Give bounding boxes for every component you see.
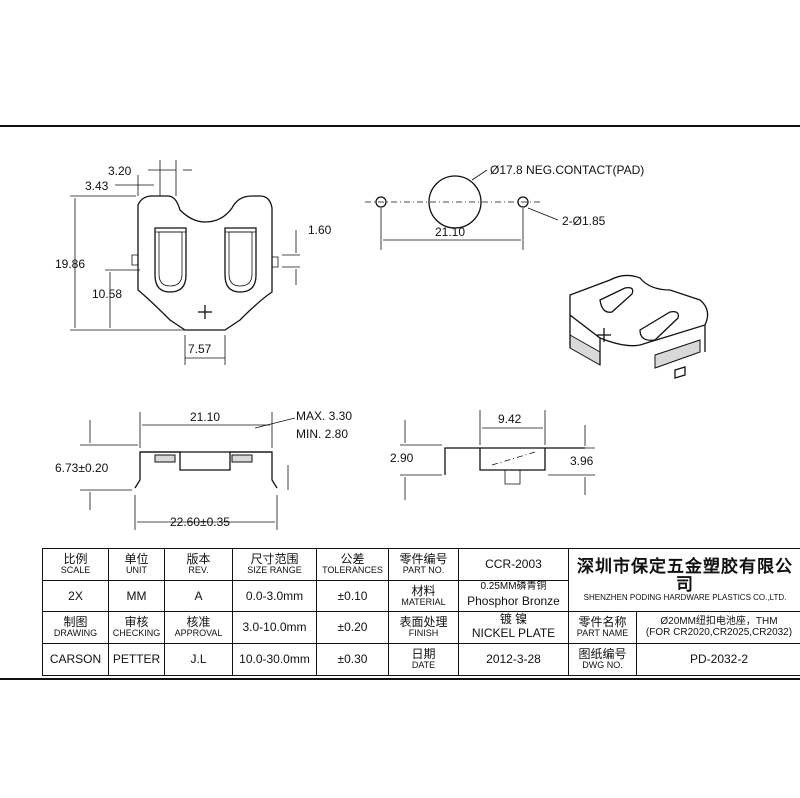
dim-3-20: 3.20 — [108, 164, 132, 178]
dim-7-57: 7.57 — [188, 342, 212, 356]
checker-name: PETTER — [108, 643, 165, 676]
dim-22-60: 22.60±0.35 — [170, 515, 230, 529]
dim-21-10-pitch: 21.10 — [435, 225, 465, 239]
tolerance-2: ±0.20 — [316, 611, 389, 644]
dim-3-43: 3.43 — [85, 179, 109, 193]
tolerance-3: ±0.30 — [316, 643, 389, 676]
front-view: 21.10 MAX. 3.30 MIN. 2.80 6.73±0.20 22.6… — [55, 409, 352, 530]
rev-value: A — [164, 580, 233, 612]
scale-value: 2X — [42, 580, 109, 612]
dim-21-10-front: 21.10 — [190, 410, 220, 424]
dim-1-60: 1.60 — [308, 223, 332, 237]
dim-19-86: 19.86 — [55, 257, 85, 271]
drawer-name: CARSON — [42, 643, 109, 676]
size-range-2: 3.0-10.0mm — [232, 611, 317, 644]
isometric-view — [569, 274, 709, 379]
label-min: MIN. 2.80 — [296, 427, 348, 441]
tolerance-1: ±0.10 — [316, 580, 389, 612]
label-neg-contact: Ø17.8 NEG.CONTACT(PAD) — [490, 163, 644, 177]
dim-6-73: 6.73±0.20 — [55, 461, 109, 475]
approver-name: J.L — [164, 643, 233, 676]
dim-9-42: 9.42 — [498, 412, 522, 426]
top-view: 3.20 3.43 19.86 10.58 1.60 7.57 — [55, 160, 332, 365]
drawing-frame — [0, 125, 800, 680]
part-no-value: CCR-2003 — [458, 548, 569, 581]
contact-view: 21.10 Ø17.8 NEG.CONTACT(PAD) 2-Ø1.85 — [365, 163, 644, 250]
size-range-3: 10.0-30.0mm — [232, 643, 317, 676]
dwg-no-value: PD-2032-2 — [636, 643, 800, 676]
label-holes: 2-Ø1.85 — [562, 214, 606, 228]
side-view: 9.42 2.90 3.96 — [390, 410, 595, 500]
dim-10-58: 10.58 — [92, 287, 122, 301]
dim-2-90: 2.90 — [390, 451, 414, 465]
dim-3-96: 3.96 — [570, 454, 594, 468]
part-name-value: Ø20MM纽扣电池座，THM(FOR CR2020,CR2025,CR2032) — [636, 611, 800, 644]
size-range-1: 0.0-3.0mm — [232, 580, 317, 612]
date-value: 2012-3-28 — [458, 643, 569, 676]
label-max: MAX. 3.30 — [296, 409, 352, 423]
unit-value: MM — [108, 580, 165, 612]
